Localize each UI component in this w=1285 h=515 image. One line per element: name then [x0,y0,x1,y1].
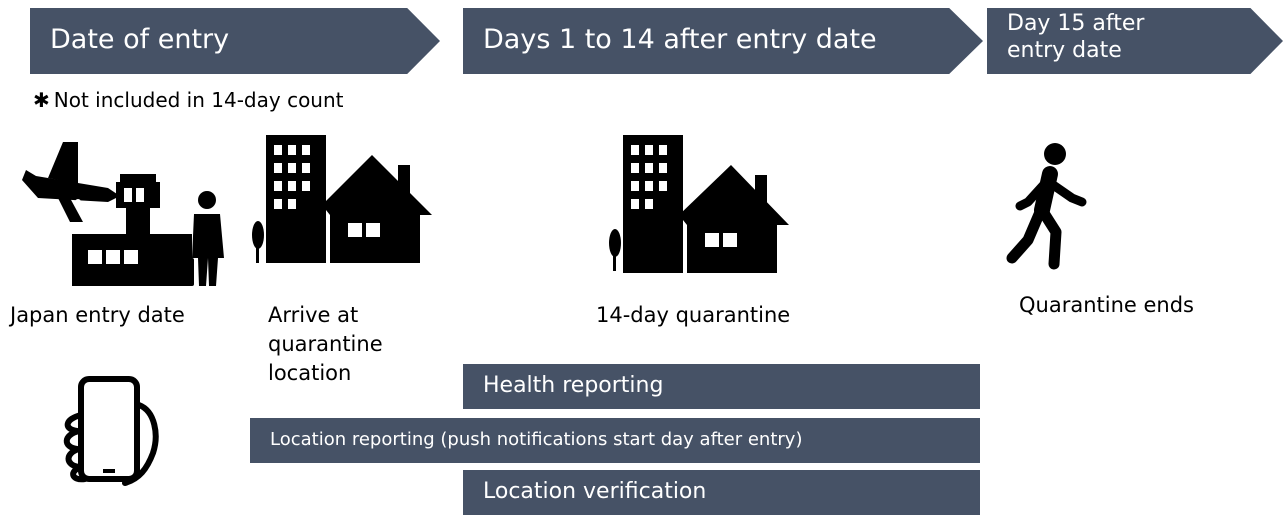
buildings-house-icon [252,135,432,263]
phase-chevron-entry: Date of entry [30,8,440,74]
count-note: ✱Not included in 14-day count [33,88,344,112]
step-caption-arrive: Arrive at quarantine location [268,303,383,385]
health-reporting-bar: Health reporting [463,364,980,409]
hand-holding-phone-icon [63,376,159,486]
step-caption-quarantine: 14-day quarantine [596,303,791,327]
phase-chevron-days-1-14: Days 1 to 14 after entry date [463,8,983,74]
airport-icon [22,142,224,286]
phase-chevron-day-15: Day 15 after entry date [987,8,1283,74]
walking-person-icon [1006,143,1087,270]
step-caption-entry: Japan entry date [10,303,185,327]
location-verification-bar: Location verification [463,470,980,515]
phase-label-entry: Date of entry [50,24,230,55]
phase-label-days-1-14: Days 1 to 14 after entry date [483,24,877,55]
location-reporting-bar: Location reporting (push notifications s… [250,418,980,463]
count-note-text: Not included in 14-day count [53,88,344,112]
buildings-house-icon [609,135,789,273]
phase-label-day-15: Day 15 after entry date [1007,11,1145,63]
step-caption-ends: Quarantine ends [1019,293,1194,317]
asterisk-icon: ✱ [33,88,50,112]
